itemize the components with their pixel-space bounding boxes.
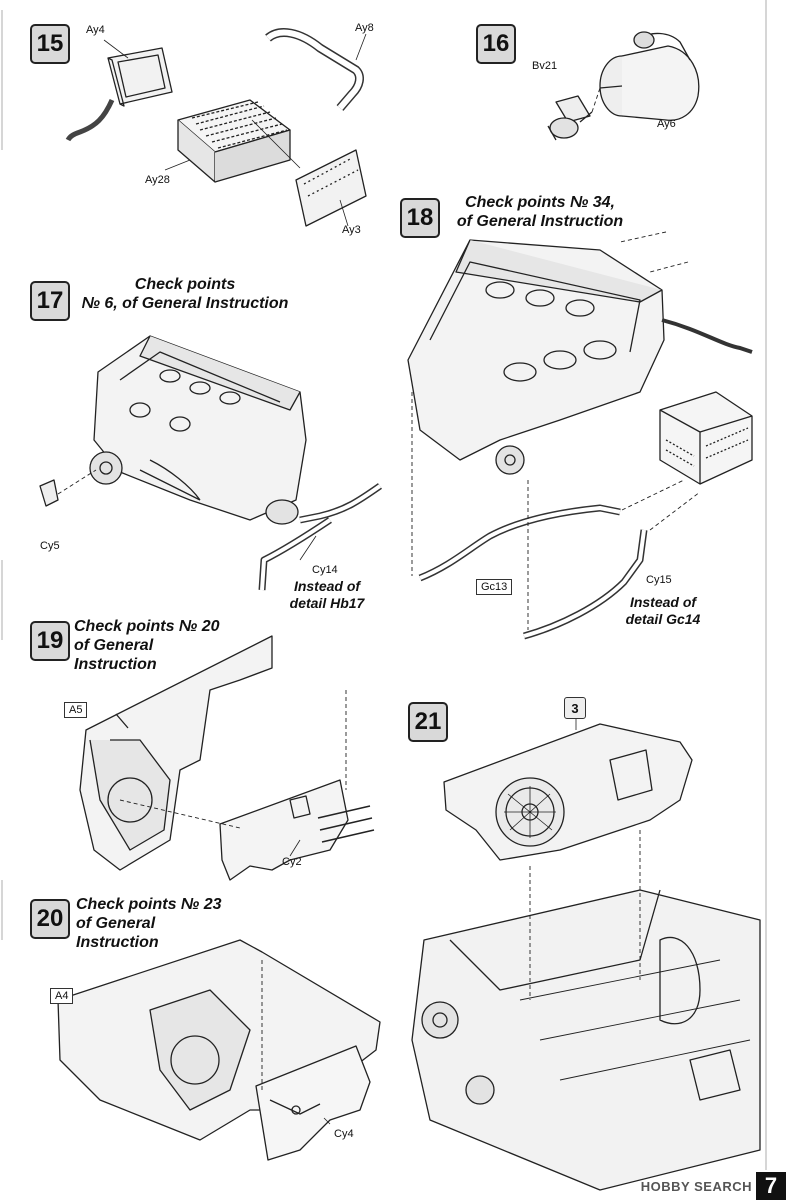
step-19-note: Check points № 20 of General Instruction (74, 617, 219, 674)
watermark: HOBBY SEARCH (640, 1179, 752, 1194)
note-line: detail Hb17 (289, 595, 365, 611)
note-line: of General Instruction (456, 213, 624, 230)
part-box-a5: A5 (64, 702, 88, 718)
part-label-ay8: Ay8 (355, 22, 374, 34)
note-line: Check points (134, 276, 236, 293)
note-line: detail Gc14 (625, 611, 701, 627)
note-line: of General (74, 637, 154, 654)
part-label-bv21: Bv21 (532, 60, 558, 72)
step-19-badge: 19 (30, 621, 70, 661)
note-line: Check points № 20 (74, 618, 220, 635)
step18-drawing (407, 231, 753, 640)
step15-drawing (65, 28, 367, 227)
step-20-note: Check points № 23 of General Instruction (76, 895, 221, 952)
part-label-cy4: Cy4 (334, 1128, 354, 1140)
step17-drawing (39, 335, 383, 591)
step-18-badge: 18 (400, 198, 440, 238)
step-21-badge: 21 (408, 702, 448, 742)
step-18-note: Check points № 34, of General Instructio… (440, 193, 640, 231)
step21-drawing (1, 0, 767, 1191)
part-label-cy14: Cy14 (312, 564, 338, 576)
part-label-ay28: Ay28 (145, 174, 170, 186)
step-20-badge: 20 (30, 899, 70, 939)
cy14-instead-note: Instead of detail Hb17 (272, 578, 382, 612)
step20-drawing (57, 939, 381, 1161)
assembly-ref-3: 3 (564, 697, 586, 719)
part-box-gc13: Gc13 (476, 579, 513, 595)
part-label-ay4: Ay4 (86, 24, 105, 36)
note-line: № 6, of General Instruction (81, 295, 289, 312)
step16-drawing (547, 31, 700, 141)
note-line: Instead of (293, 578, 361, 594)
step-17-badge: 17 (30, 281, 70, 321)
part-label-cy5: Cy5 (40, 540, 60, 552)
step-15-badge: 15 (30, 24, 70, 64)
part-label-cy15: Cy15 (646, 574, 672, 586)
part-label-ay3: Ay3 (342, 224, 361, 236)
note-line: Instruction (74, 656, 157, 673)
part-label-ay6: Ay6 (657, 118, 676, 130)
note-line: of General (76, 915, 156, 932)
page-number: 7 (756, 1172, 786, 1200)
step-16-badge: 16 (476, 24, 516, 64)
step-17-note: Check points № 6, of General Instruction (60, 275, 310, 313)
note-line: Instead of (629, 594, 697, 610)
note-line: Check points № 34, (465, 194, 615, 211)
note-line: Check points № 23 (76, 896, 222, 913)
cy15-instead-note: Instead of detail Gc14 (608, 594, 718, 628)
step19-drawing (79, 635, 375, 881)
part-label-cy2: Cy2 (282, 856, 302, 868)
part-box-a4: A4 (50, 988, 74, 1004)
note-line: Instruction (76, 934, 159, 951)
